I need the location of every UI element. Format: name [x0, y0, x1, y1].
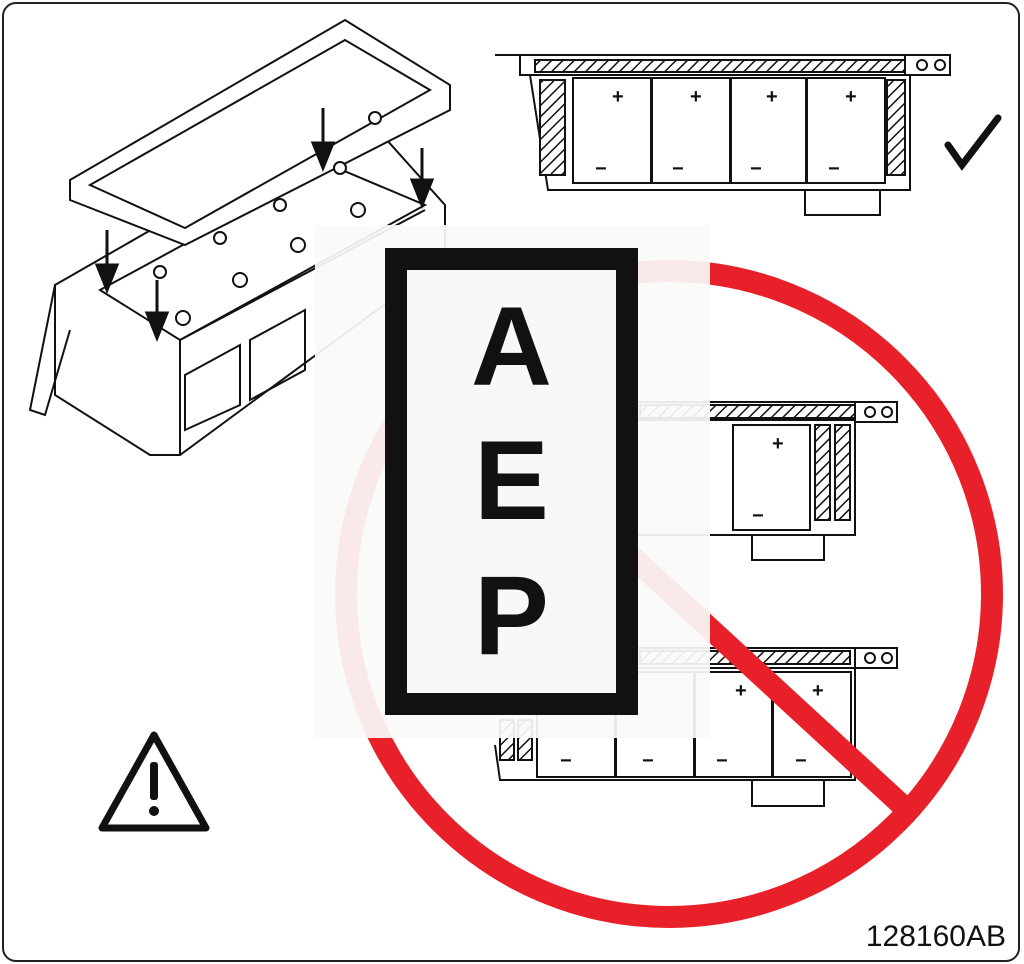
- warning-icon: [98, 731, 210, 832]
- sign-letter-p: P: [474, 552, 549, 678]
- svg-text:−: −: [595, 158, 607, 180]
- sign-letter-e: E: [474, 418, 549, 544]
- svg-text:+: +: [772, 433, 784, 455]
- svg-text:+: +: [612, 86, 624, 108]
- svg-text:−: −: [672, 158, 684, 180]
- svg-text:+: +: [845, 86, 857, 108]
- battery-tray-correct: + + + + − − − −: [495, 54, 951, 216]
- svg-text:+: +: [766, 86, 778, 108]
- svg-text:+: +: [812, 680, 824, 702]
- checkmark-icon: [944, 114, 1002, 171]
- figure-code: 128160AB: [865, 920, 1006, 953]
- sign-letter-a: A: [471, 284, 552, 410]
- svg-text:+: +: [735, 680, 747, 702]
- svg-text:−: −: [795, 750, 807, 772]
- svg-text:+: +: [690, 86, 702, 108]
- aep-label-sign: A E P: [385, 248, 638, 715]
- svg-text:−: −: [750, 158, 762, 180]
- svg-text:−: −: [752, 505, 764, 527]
- down-arrows: [94, 108, 435, 343]
- svg-text:−: −: [716, 750, 728, 772]
- svg-text:−: −: [828, 158, 840, 180]
- svg-text:−: −: [642, 750, 654, 772]
- svg-text:−: −: [560, 750, 572, 772]
